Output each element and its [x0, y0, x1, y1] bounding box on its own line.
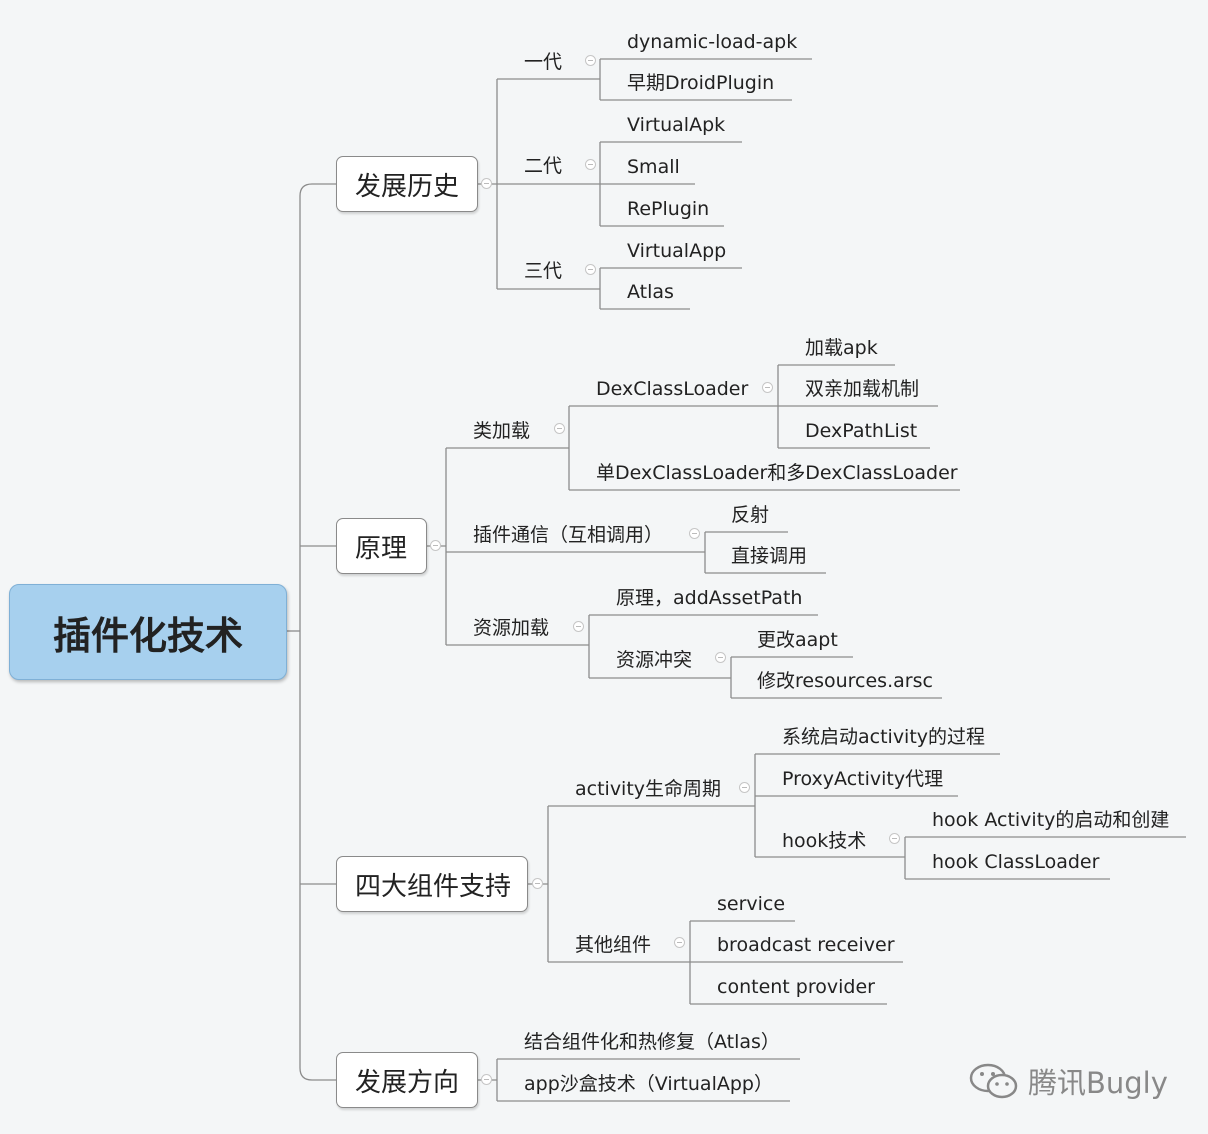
root-topic[interactable]: 插件化技术: [9, 584, 287, 680]
node-conflict-item[interactable]: 修改resources.arsc: [757, 670, 933, 692]
collapse-toggle-direction[interactable]: [481, 1074, 492, 1085]
node-dexclassloader-item[interactable]: 双亲加载机制: [805, 378, 920, 400]
watermark-text: 腾讯Bugly: [1028, 1066, 1168, 1100]
collapse-toggle-gen3[interactable]: [585, 264, 596, 275]
collapse-toggle-dexclassloader[interactable]: [762, 382, 773, 393]
node-gen3-item[interactable]: Atlas: [627, 281, 674, 303]
node-direction-item[interactable]: app沙盒技术（VirtualApp）: [524, 1073, 773, 1095]
node-dexclassloader-item[interactable]: 加载apk: [805, 337, 878, 359]
collapse-toggle-activity[interactable]: [739, 782, 750, 793]
node-dexclassloader-item[interactable]: DexPathList: [805, 420, 918, 442]
node-hook[interactable]: hook技术: [782, 830, 867, 852]
collapse-toggle-gen2[interactable]: [585, 159, 596, 170]
node-gen1-item[interactable]: dynamic-load-apk: [627, 31, 798, 53]
node-hook-item[interactable]: hook ClassLoader: [932, 851, 1100, 873]
node-resources[interactable]: 资源加载: [473, 617, 550, 639]
topic-principle[interactable]: 原理: [336, 518, 427, 574]
node-conflict-item[interactable]: 更改aapt: [757, 629, 838, 651]
node-gen2-item[interactable]: VirtualApk: [627, 114, 726, 136]
watermark: 腾讯Bugly: [968, 1060, 1168, 1102]
node-gen2-item[interactable]: RePlugin: [627, 198, 710, 220]
wechat-icon: [968, 1061, 1020, 1101]
collapse-toggle-others[interactable]: [674, 937, 685, 948]
node-gen3[interactable]: 三代: [524, 260, 563, 282]
topic-direction[interactable]: 发展方向: [336, 1052, 478, 1108]
node-gen2-item[interactable]: Small: [627, 156, 680, 178]
node-class-loading[interactable]: 类加载: [473, 420, 531, 442]
node-other-component-item[interactable]: service: [717, 893, 786, 915]
node-communication-item[interactable]: 反射: [731, 504, 770, 526]
collapse-toggle-components[interactable]: [532, 878, 543, 889]
node-communication-item[interactable]: 直接调用: [731, 545, 808, 567]
collapse-toggle-principle[interactable]: [430, 540, 441, 551]
node-gen1[interactable]: 一代: [524, 51, 563, 73]
node-gen1-item[interactable]: 早期DroidPlugin: [627, 72, 775, 94]
collapse-toggle-conflict[interactable]: [715, 652, 726, 663]
node-other-components[interactable]: 其他组件: [575, 934, 652, 956]
node-other-component-item[interactable]: content provider: [717, 976, 875, 998]
node-resources-principle[interactable]: 原理，addAssetPath: [616, 587, 803, 609]
node-resource-conflict[interactable]: 资源冲突: [616, 649, 693, 671]
node-gen2[interactable]: 二代: [524, 155, 563, 177]
node-direction-item[interactable]: 结合组件化和热修复（Atlas）: [524, 1031, 780, 1053]
node-single-multi-loader[interactable]: 单DexClassLoader和多DexClassLoader: [596, 462, 958, 484]
collapse-toggle-gen1[interactable]: [585, 55, 596, 66]
node-proxy-activity[interactable]: ProxyActivity代理: [782, 768, 944, 790]
node-activity-start-process[interactable]: 系统启动activity的过程: [782, 726, 986, 748]
node-hook-item[interactable]: hook Activity的启动和创建: [932, 809, 1170, 831]
node-gen3-item[interactable]: VirtualApp: [627, 240, 727, 262]
node-dexclassloader[interactable]: DexClassLoader: [596, 378, 749, 400]
collapse-toggle-hook[interactable]: [889, 833, 900, 844]
collapse-toggle-class-loading[interactable]: [554, 423, 565, 434]
topic-history[interactable]: 发展历史: [336, 156, 478, 212]
node-communication[interactable]: 插件通信（互相调用）: [473, 524, 664, 546]
collapse-toggle-resources[interactable]: [573, 621, 584, 632]
collapse-toggle-communication[interactable]: [689, 528, 700, 539]
node-other-component-item[interactable]: broadcast receiver: [717, 934, 895, 956]
topic-components[interactable]: 四大组件支持: [336, 856, 528, 912]
collapse-toggle-history[interactable]: [481, 178, 492, 189]
node-activity-lifecycle[interactable]: activity生命周期: [575, 778, 722, 800]
